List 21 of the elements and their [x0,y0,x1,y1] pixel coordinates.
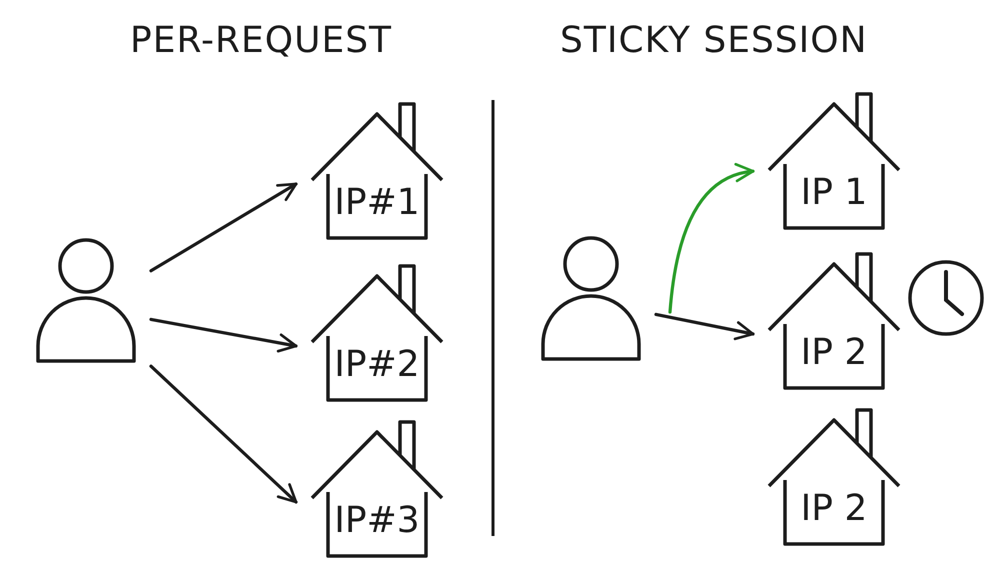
house-node [310,418,444,558]
arrow [149,182,298,272]
arrow [149,318,298,353]
panel-heading: STICKY SESSION [560,20,868,61]
ip-label: IP#2 [334,343,420,388]
house-node [767,250,901,390]
ip-label: IP#3 [334,499,420,544]
ip-label: IP 2 [800,487,868,532]
ip-label: IP#1 [334,181,420,226]
person-icon [35,236,137,364]
person-icon [540,234,642,362]
panel-heading: PER-REQUEST [130,20,392,61]
arrow [668,164,755,314]
house-node [310,100,444,240]
ip-label: IP 1 [800,171,868,216]
house-node [767,90,901,230]
ip-label: IP 2 [800,331,868,376]
arrow [149,364,298,504]
house-node [310,262,444,402]
house-node [767,406,901,546]
arrow [654,312,755,340]
